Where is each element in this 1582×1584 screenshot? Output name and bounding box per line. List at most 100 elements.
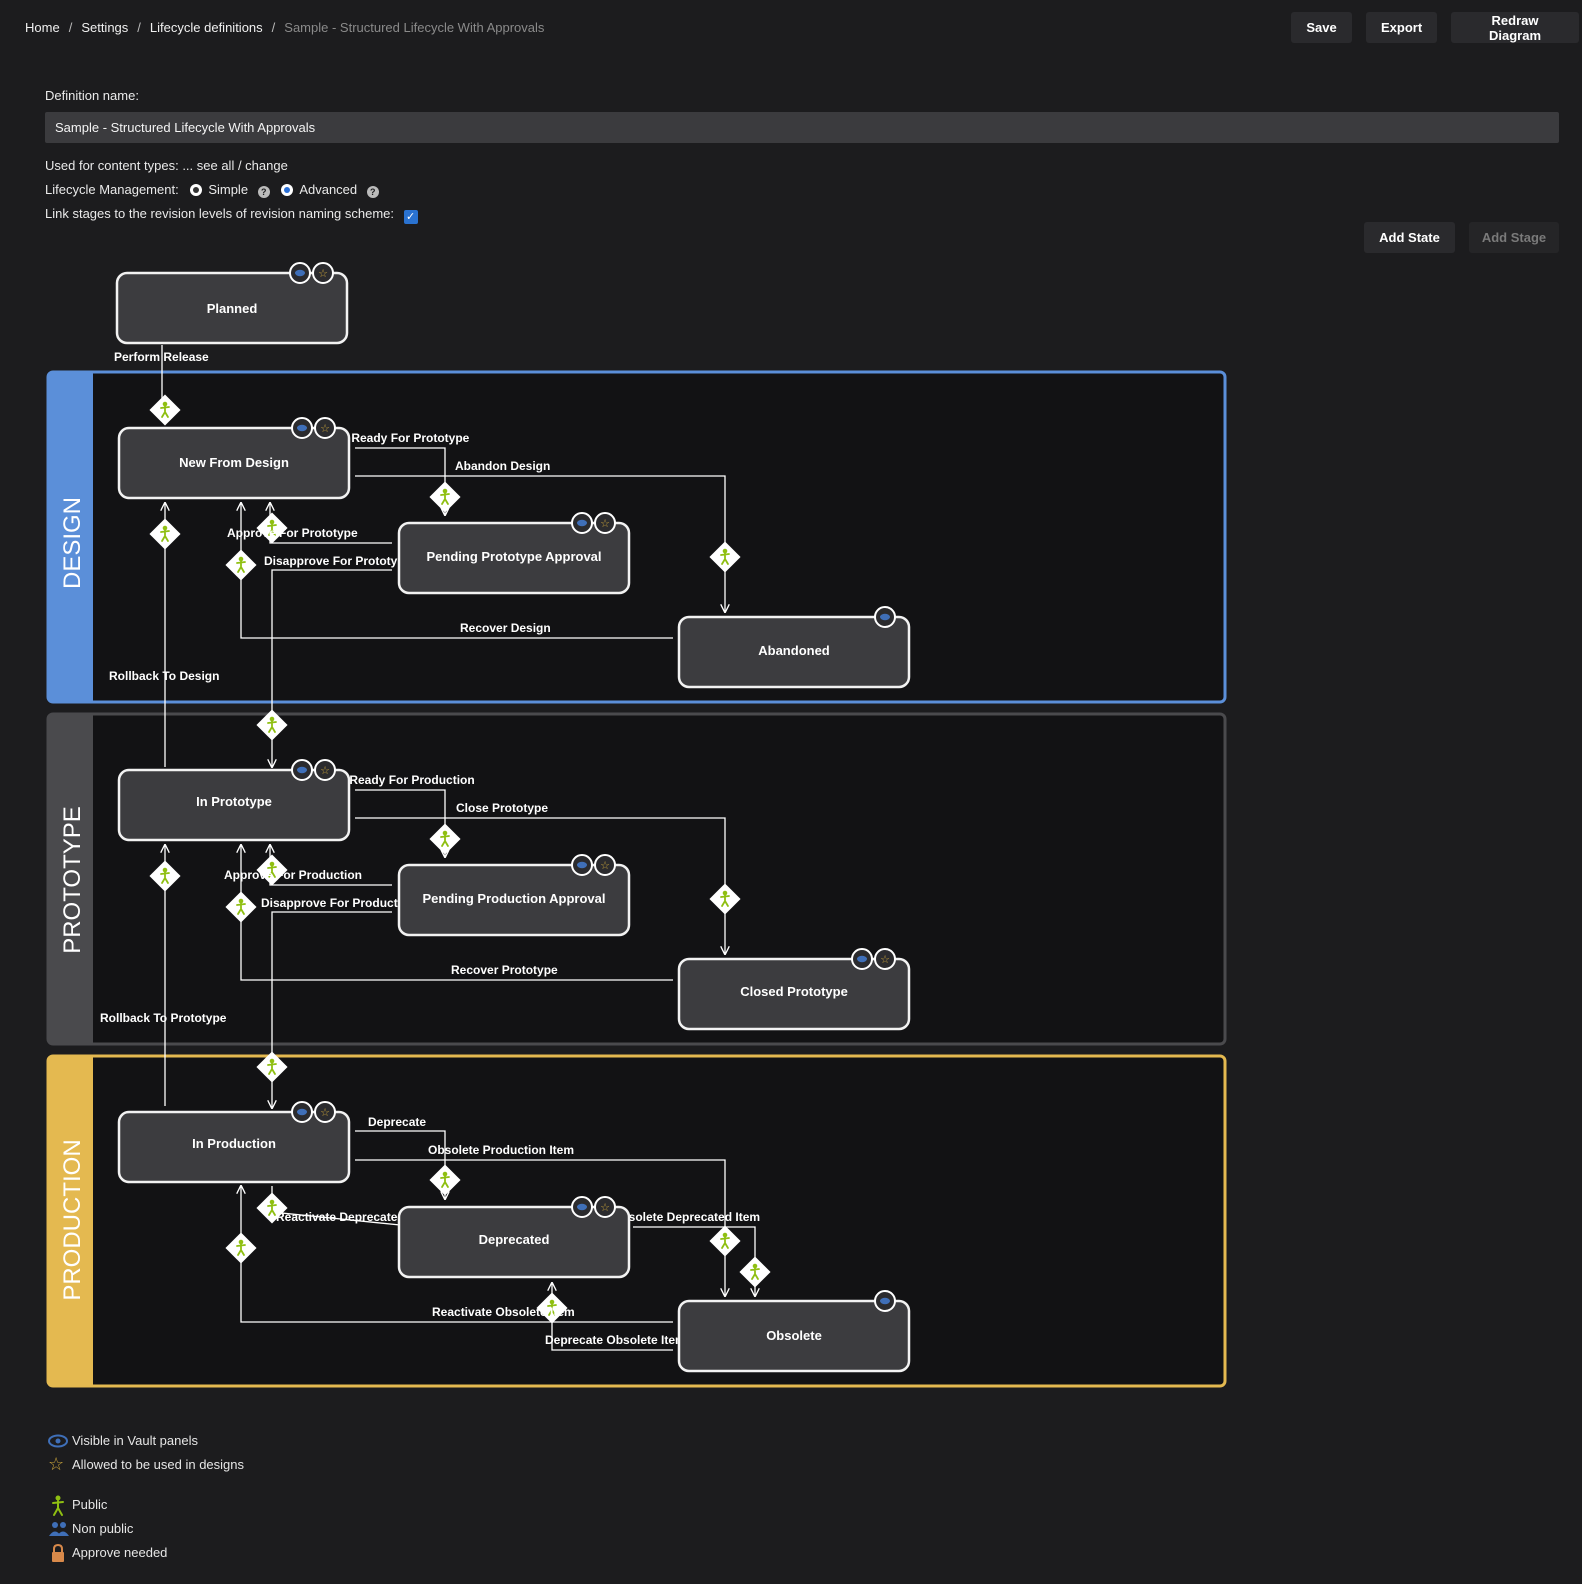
breadcrumb-lifecycle-definitions[interactable]: Lifecycle definitions [149, 20, 263, 35]
lifecycle-management-row: Lifecycle Management: Simple ? Advanced … [45, 182, 379, 198]
lifecycle-management-label: Lifecycle Management: [45, 182, 179, 197]
redraw-diagram-button[interactable]: Redraw Diagram [1451, 12, 1579, 43]
transition-label: Close Prototype [456, 801, 548, 815]
state-label: In Prototype [196, 794, 272, 809]
state-in-prototype[interactable]: In Prototype ☆ [117, 759, 351, 842]
eye-icon [289, 262, 311, 284]
star-icon: ☆ [312, 262, 334, 284]
content-types-link[interactable]: ... see all / change [182, 158, 288, 173]
content-types-label: Used for content types: [45, 158, 179, 173]
state-obsolete[interactable]: Obsolete [677, 1290, 911, 1373]
transition-label: Perform Release [114, 350, 209, 364]
link-stages-row: Link stages to the revision levels of re… [45, 206, 418, 224]
star-icon: ☆ [48, 1454, 65, 1474]
breadcrumb-separator: / [137, 20, 141, 35]
help-icon[interactable]: ? [366, 186, 379, 198]
state-pending-prototype-approval[interactable]: Pending Prototype Approval ☆ [397, 512, 631, 595]
state-new-from-design[interactable]: New From Design ☆ [117, 417, 351, 500]
definition-name-label: Definition name: [45, 88, 139, 103]
content-types-row: Used for content types: ... see all / ch… [45, 158, 288, 173]
add-state-button[interactable]: Add State [1364, 222, 1455, 253]
export-button[interactable]: Export [1366, 12, 1437, 43]
eye-icon [571, 1196, 593, 1218]
transition-label: Approve For Prototype [227, 526, 358, 540]
stage-label-prototype: PROTOTYPE [59, 806, 86, 954]
state-label: Pending Prototype Approval [426, 549, 601, 564]
svg-text:☆: ☆ [880, 954, 890, 966]
legend-visible-text: Visible in Vault panels [72, 1433, 198, 1448]
svg-text:☆: ☆ [320, 765, 330, 777]
state-label: In Production [192, 1136, 276, 1151]
state-pending-production-approval[interactable]: Pending Production Approval ☆ [397, 854, 631, 937]
state-closed-prototype[interactable]: Closed Prototype ☆ [677, 948, 911, 1031]
state-in-production[interactable]: In Production ☆ [117, 1101, 351, 1184]
eye-icon [851, 948, 873, 970]
link-stages-checkbox[interactable]: ✓ [403, 210, 418, 224]
add-stage-button[interactable]: Add Stage [1469, 222, 1559, 253]
link-stages-label: Link stages to the revision levels of re… [45, 206, 395, 221]
advanced-radio-label: Advanced [299, 182, 358, 197]
svg-text:☆: ☆ [318, 268, 328, 280]
eye-icon [874, 606, 896, 628]
transition-label: Obsolete Production Item [428, 1143, 574, 1157]
breadcrumb-current: Sample - Structured Lifecycle With Appro… [284, 20, 545, 35]
legend-allowed-text: Allowed to be used in designs [72, 1457, 245, 1472]
transition-label: Recover Prototype [451, 963, 558, 977]
breadcrumb-home[interactable]: Home [25, 20, 60, 35]
state-label: New From Design [179, 455, 289, 470]
lock-icon [52, 1544, 64, 1562]
advanced-radio[interactable] [281, 184, 294, 196]
svg-text:☆: ☆ [320, 423, 330, 435]
eye-icon [291, 1101, 313, 1123]
transition-label: Disapprove For Prototype [264, 554, 412, 568]
stage-design[interactable]: DESIGN [46, 370, 1227, 704]
definition-name-input[interactable]: Sample - Structured Lifecycle With Appro… [45, 112, 1559, 143]
star-icon: ☆ [314, 1101, 336, 1123]
transition-label: Rollback To Prototype [100, 1011, 227, 1025]
state-abandoned[interactable]: Abandoned [677, 606, 911, 689]
help-icon[interactable]: ? [257, 186, 270, 198]
svg-text:☆: ☆ [320, 1107, 330, 1119]
transition-label: Rollback To Design [109, 669, 219, 683]
transition-labels: Perform Release Get Ready For Prototype … [100, 350, 760, 1347]
eye-icon [291, 759, 313, 781]
users-icon [49, 1522, 69, 1536]
state-label: Abandoned [758, 643, 830, 658]
svg-text:☆: ☆ [600, 518, 610, 530]
svg-text:☆: ☆ [600, 860, 610, 872]
transition-label: Approve For Production [224, 868, 362, 882]
eye-icon [571, 512, 593, 534]
star-icon: ☆ [594, 854, 616, 876]
star-icon: ☆ [314, 759, 336, 781]
breadcrumb-settings[interactable]: Settings [81, 20, 129, 35]
public-icon [52, 1495, 64, 1516]
breadcrumb-separator: / [271, 20, 276, 35]
breadcrumb-separator: / [68, 20, 73, 35]
svg-text:☆: ☆ [600, 1202, 610, 1214]
legend-public-text: Public [72, 1497, 108, 1512]
legend-approve-text: Approve needed [72, 1545, 168, 1560]
stage-label-design: DESIGN [59, 497, 86, 589]
transition-label: Recover Design [460, 621, 551, 635]
states[interactable]: Planned ☆ New From Design ☆ Pending Prot… [115, 262, 911, 1373]
state-label: Pending Production Approval [423, 891, 606, 906]
star-icon: ☆ [314, 417, 336, 439]
transition-label: Reactivate Deprecated ... [276, 1210, 418, 1224]
state-label: Obsolete [766, 1328, 822, 1343]
star-icon: ☆ [594, 512, 616, 534]
state-label: Planned [207, 301, 258, 316]
transition-label: Obsolete Deprecated Item [612, 1210, 760, 1224]
star-icon: ☆ [594, 1196, 616, 1218]
transition-label: Reactivate Obsolete Item [432, 1305, 575, 1319]
simple-radio-label: Simple [208, 182, 249, 197]
eye-icon [874, 1290, 896, 1312]
star-icon: ☆ [874, 948, 896, 970]
state-label: Deprecated [479, 1232, 550, 1247]
transition-label: Get Ready For Prototype [328, 431, 470, 445]
state-deprecated[interactable]: Deprecated ☆ [397, 1196, 631, 1279]
public-transition-icon [429, 481, 461, 513]
state-planned[interactable]: Planned ☆ [115, 262, 349, 345]
save-button[interactable]: Save [1291, 12, 1352, 43]
simple-radio[interactable] [190, 184, 203, 196]
